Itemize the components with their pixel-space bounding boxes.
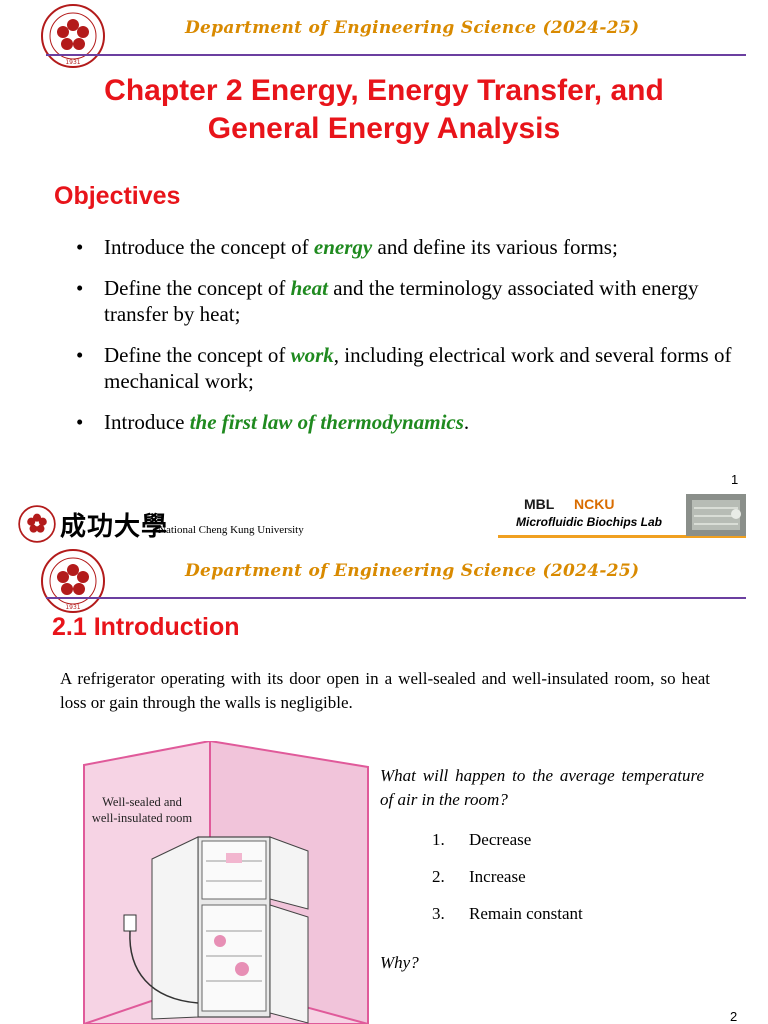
objective-item: •Define the concept of work, including e… (76, 343, 732, 393)
university-name: National Cheng Kung University (158, 524, 304, 536)
lab-full-name: Microfluidic Biochips Lab (516, 515, 663, 529)
page-number: 1 (731, 472, 739, 487)
bullet-icon: • (76, 410, 84, 434)
lab-short-name: MBL (524, 496, 555, 512)
objective-item: •Introduce the concept of energy and def… (76, 235, 618, 259)
figure-label: Well-sealed and well-insulated room (91, 795, 193, 825)
objectives-heading: Objectives (54, 182, 181, 210)
choice-item: 3.Remain constant (432, 904, 583, 923)
chapter-title-line1: Chapter 2 Energy, Energy Transfer, and (104, 74, 664, 107)
bullet-icon: • (76, 343, 84, 367)
question-text: What will happen to the average temperat… (380, 766, 704, 809)
objective-item: •Introduce the first law of thermodynami… (76, 410, 470, 434)
chapter-title: Chapter 2 Energy, Energy Transfer, and G… (30, 72, 738, 148)
svg-text:1931: 1931 (65, 59, 80, 66)
why-prompt: Why? (380, 953, 419, 972)
footer-divider (498, 535, 746, 538)
slide-1: 1931 Department of Engineering Science (… (18, 4, 746, 543)
objectives-list: •Introduce the concept of energy and def… (76, 234, 736, 450)
refrigerator-room-figure (83, 741, 369, 1024)
choice-item: 1.Decrease (432, 830, 532, 849)
introduction-heading: 2.1 Introduction (52, 613, 240, 641)
lab-org-name: NCKU (574, 496, 615, 512)
bullet-icon: • (76, 276, 84, 300)
ncku-seal-logo: 1931 (41, 4, 105, 68)
microfluidic-chip-image (686, 494, 746, 536)
objective-item: •Define the concept of heat and the term… (76, 276, 699, 326)
bullet-icon: • (76, 235, 84, 259)
department-title: Department of Engineering Science (2024-… (185, 561, 640, 581)
university-cjk-name: 成功大學 (60, 512, 169, 542)
ncku-seal-logo: 1931 (41, 549, 105, 613)
answer-choices: 1.Decrease 2.Increase 3.Remain constant (432, 828, 583, 939)
header-divider (46, 597, 746, 599)
department-title: Department of Engineering Science (2024-… (185, 18, 640, 38)
slide-2: 1931 Department of Engineering Science (… (0, 545, 768, 1024)
choice-item: 2.Increase (432, 867, 526, 886)
header-divider (46, 54, 746, 56)
page-number: 2 (730, 1009, 738, 1024)
svg-text:1931: 1931 (65, 604, 80, 611)
chapter-title-line2: General Energy Analysis (207, 112, 561, 145)
intro-paragraph: A refrigerator operating with its door o… (60, 669, 710, 712)
ncku-seal-small-logo (18, 505, 56, 543)
